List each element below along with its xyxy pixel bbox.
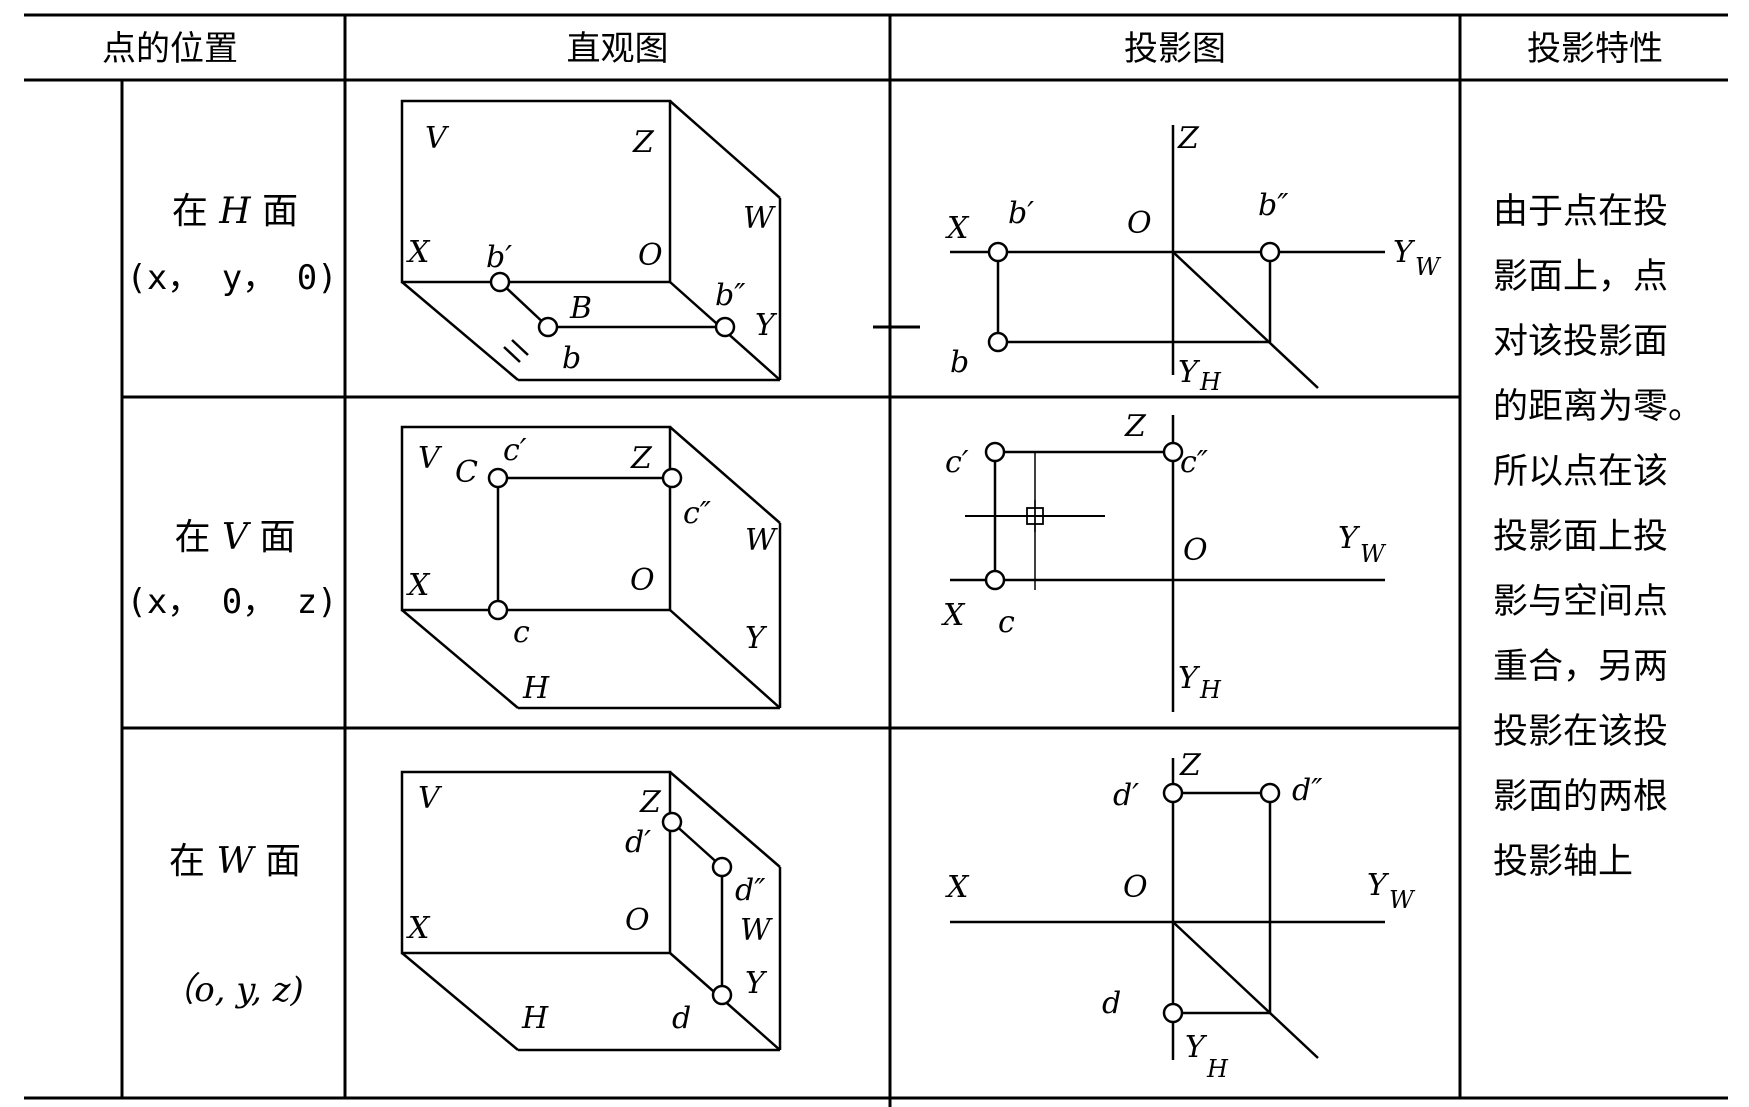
intuitive-diagram-v [400, 425, 782, 710]
label-big-c: C [455, 455, 478, 490]
label-b-double: b″ [715, 278, 746, 313]
label-c-double: c″ [1180, 445, 1209, 480]
label-d: d [672, 1001, 691, 1036]
label-x: X [941, 598, 966, 633]
row-label-v: 在 V 面 [174, 517, 296, 558]
property-line: 影面上，点 [1493, 257, 1669, 297]
label-y: Y [745, 966, 768, 1001]
label-b: b [950, 345, 969, 380]
row-coord-h: (x， y， 0) [126, 258, 338, 298]
label-yh: Y [1185, 1030, 1208, 1065]
header-property: 投影特性 [1527, 29, 1663, 69]
label-z: Z [630, 441, 653, 476]
row-coord-v: (x， 0， z) [126, 582, 338, 622]
label-c-double: c″ [683, 496, 712, 531]
label-d-prime: d′ [625, 825, 651, 860]
property-line: 投影在该投 [1493, 712, 1669, 752]
property-line: 由于点在投 [1493, 192, 1669, 232]
label-z: Z [1124, 409, 1147, 444]
label-x: X [406, 568, 431, 603]
label-o: O [1123, 870, 1148, 905]
property-line: 投影面上投 [1493, 517, 1669, 557]
label-yw: Y [1367, 868, 1390, 903]
header-position: 点的位置 [102, 29, 238, 69]
label-d-double: d″ [1292, 773, 1323, 808]
label-h: H [521, 1001, 549, 1036]
label-x: X [406, 235, 431, 270]
label-big-b: B [569, 291, 592, 326]
label-w: W [740, 913, 773, 948]
row-label-h: 在 H 面 [171, 191, 299, 232]
label-y: Y [745, 621, 768, 656]
label-v: V [418, 781, 443, 816]
property-line: 对该投影面 [1493, 322, 1669, 362]
property-line: 影面的两根 [1493, 777, 1669, 817]
label-o: O [1183, 533, 1208, 568]
property-line: 影与空间点 [1493, 582, 1669, 622]
projection-diagram-v [950, 415, 1385, 712]
label-yw: Y [1338, 521, 1361, 556]
label-h: H [522, 671, 550, 706]
label-yh-sub: H [1199, 676, 1222, 704]
label-o: O [638, 238, 663, 273]
label-b-prime: b′ [486, 240, 512, 275]
intuitive-diagram-w [400, 770, 782, 1052]
label-yh: Y [1178, 355, 1201, 390]
label-x: X [945, 211, 970, 246]
row-coord-w: （o, y, z) [160, 970, 304, 1010]
label-yw-sub: W [1415, 253, 1442, 281]
label-b-double: b″ [1258, 188, 1289, 223]
label-z: Z [1177, 121, 1200, 156]
label-d-double: d″ [735, 873, 766, 908]
label-z: Z [632, 125, 655, 160]
label-c-prime: c′ [503, 433, 527, 468]
label-c: c [513, 615, 530, 650]
label-c-prime: c′ [945, 445, 969, 480]
label-x: X [406, 911, 431, 946]
label-z: Z [639, 785, 662, 820]
intuitive-diagram-h [400, 99, 782, 382]
label-yh-sub: H [1199, 368, 1222, 396]
label-b: b [562, 341, 581, 376]
label-z: Z [1179, 748, 1202, 783]
label-v: V [425, 121, 450, 156]
label-o: O [625, 903, 650, 938]
label-w: W [745, 523, 778, 558]
label-yw: Y [1393, 235, 1416, 270]
label-d-prime: d′ [1113, 778, 1139, 813]
label-o: O [1127, 206, 1152, 241]
property-line: 重合，另两 [1493, 647, 1669, 687]
row-label-w: 在 W 面 [169, 841, 301, 882]
label-yh: Y [1178, 661, 1201, 696]
property-line: 的距离为零。 [1493, 387, 1704, 427]
label-yw-sub: W [1389, 886, 1416, 914]
projection-diagram-w [950, 758, 1385, 1060]
label-v: V [418, 441, 443, 476]
label-w: W [743, 201, 776, 236]
label-yh-sub: H [1206, 1055, 1229, 1083]
label-yw-sub: W [1360, 540, 1387, 568]
label-x: X [945, 870, 970, 905]
label-o: O [630, 563, 655, 598]
label-y: Y [755, 308, 778, 343]
label-d: d [1102, 986, 1121, 1021]
property-line: 所以点在该 [1493, 452, 1669, 492]
header-intuitive: 直观图 [566, 29, 669, 69]
label-c: c [998, 605, 1015, 640]
property-text: 由于点在投 影面上，点 对该投影面 的距离为零。 所以点在该 投影面上投 影与空… [1493, 180, 1704, 895]
property-line: 投影轴上 [1493, 842, 1634, 882]
label-b-prime: b′ [1008, 196, 1034, 231]
header-projection: 投影图 [1124, 29, 1226, 69]
projection-diagram-h [950, 125, 1385, 389]
